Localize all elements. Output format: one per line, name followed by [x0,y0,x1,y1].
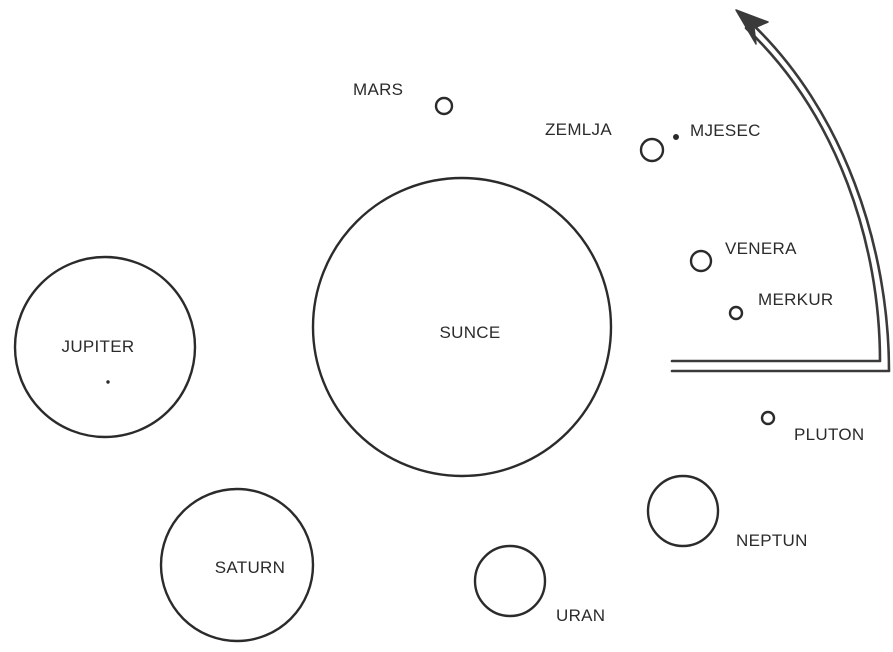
sun: SUNCE [313,178,611,476]
speck-mark [107,381,109,383]
venus-label: VENERA [725,239,797,258]
sun-label: SUNCE [439,323,500,342]
mercury: MERKUR [730,290,833,319]
earth-label: ZEMLJA [545,120,612,139]
pluto: PLUTON [762,412,864,444]
earth: ZEMLJA [545,120,663,161]
uranus: URAN [475,546,605,625]
earth-circle [641,139,663,161]
mercury-label: MERKUR [758,290,833,309]
arrow-inner-line [672,28,880,361]
moon: MJESEC [674,121,761,140]
uranus-circle [475,546,545,616]
neptune: NEPTUN [648,476,808,550]
pluto-circle [762,412,774,424]
saturn-label: SATURN [215,558,285,577]
mars: MARS [353,80,452,114]
moon-dot [674,135,679,140]
mercury-circle [730,307,742,319]
arrow-outer-line [672,20,889,371]
venus-circle [691,251,711,271]
arrow-head-icon [736,10,768,44]
moon-label: MJESEC [690,121,761,140]
pluto-label: PLUTON [794,425,864,444]
neptune-circle [648,476,718,546]
mars-label: MARS [353,80,403,99]
mars-circle [436,98,452,114]
uranus-label: URAN [556,606,605,625]
jupiter-label: JUPITER [62,337,135,356]
saturn: SATURN [161,489,313,641]
jupiter: JUPITER [15,257,195,437]
neptune-label: NEPTUN [736,531,808,550]
direction-arrow [672,10,889,371]
venus: VENERA [691,239,797,271]
